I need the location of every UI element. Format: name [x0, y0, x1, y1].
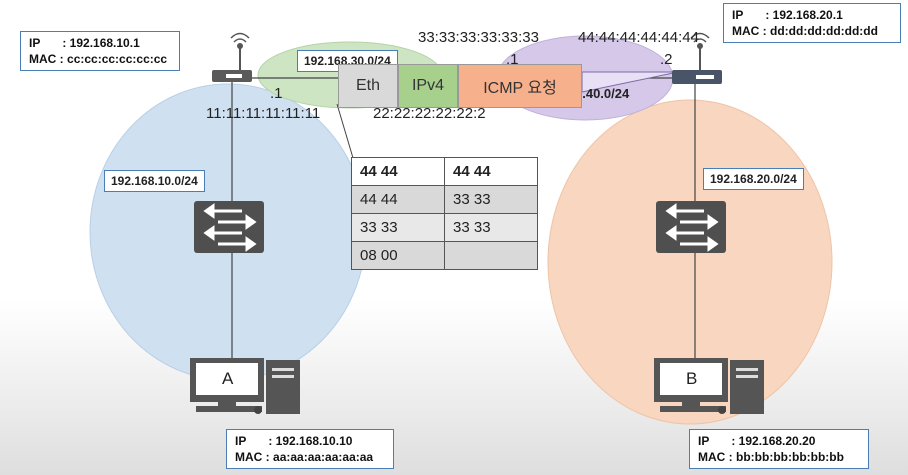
link-40-label: 3.40.0/24 — [575, 86, 630, 101]
right-iface-mac: 44:44:44:44:44:44 — [578, 29, 699, 46]
left-switch-icon — [194, 201, 264, 253]
mac-key: MAC : — [698, 450, 733, 464]
ip-value: : 192.168.20.1 — [765, 8, 843, 22]
mac-key: MAC : — [29, 52, 64, 66]
ip-key: IP — [29, 36, 41, 50]
host-b-info: IP : 192.168.20.20 MAC : bb:bb:bb:bb:bb:… — [689, 429, 869, 469]
mac-key: MAC : — [732, 24, 767, 38]
hex-cell: 44 44 — [351, 157, 445, 186]
packet-icmp: ICMP 요청 — [458, 64, 582, 108]
host-a-computer-icon — [190, 358, 300, 414]
mac-33-label: 33:33:33:33:33:33 — [418, 29, 539, 46]
left-router-icon — [212, 32, 252, 82]
hex-cell — [444, 241, 538, 270]
hex-cell: 33 33 — [444, 213, 538, 242]
callout-pointer — [581, 71, 679, 93]
table-row: 08 00 — [351, 241, 538, 270]
hex-cell: 33 33 — [351, 213, 445, 242]
left-iface-label: .1 — [270, 85, 283, 102]
host-a-info: IP : 192.168.10.10 MAC : aa:aa:aa:aa:aa:… — [226, 429, 394, 469]
ip-key: IP — [732, 8, 744, 22]
hex-cell: 08 00 — [351, 241, 445, 270]
mac-22-label: 22:22:22:22:22:2 — [373, 105, 486, 122]
packet-ipv4: IPv4 — [398, 64, 458, 108]
header-pointer-line — [336, 103, 354, 159]
mac-value: cc:cc:cc:cc:cc:cc — [67, 52, 168, 66]
right-router-icon — [672, 32, 722, 84]
mac-value: aa:aa:aa:aa:aa:aa — [273, 450, 374, 464]
mac-value: bb:bb:bb:bb:bb:bb — [736, 450, 844, 464]
packet-eth: Eth — [338, 64, 398, 108]
hex-cell: 44 44 — [351, 185, 445, 214]
ip-key: IP — [698, 434, 710, 448]
router-right-info: IP : 192.168.20.1 MAC : dd:dd:dd:dd:dd:d… — [723, 3, 901, 43]
mac-key: MAC : — [235, 450, 270, 464]
router-left-info: IP : 192.168.10.1 MAC : cc:cc:cc:cc:cc:c… — [20, 31, 180, 71]
mac-value: dd:dd:dd:dd:dd:dd — [770, 24, 878, 38]
right-lan-label: 192.168.20.0/24 — [703, 168, 804, 190]
right-iface-label: .2 — [660, 51, 673, 68]
left-iface-mac: 11:11:11:11:11:11 — [206, 105, 321, 122]
ip-value: : 192.168.10.10 — [268, 434, 353, 448]
ip-value: : 192.168.10.1 — [62, 36, 140, 50]
ip-key: IP — [235, 434, 247, 448]
host-b-label: B — [686, 369, 698, 388]
hex-cell: 33 33 — [444, 185, 538, 214]
right-switch-icon — [656, 201, 726, 253]
hex-cell: 44 44 — [444, 157, 538, 186]
host-a-label: A — [222, 369, 234, 388]
ip-value: : 192.168.20.20 — [731, 434, 816, 448]
left-lan-label: 192.168.10.0/24 — [104, 170, 205, 192]
link-40-iface-label: .1 — [506, 51, 519, 68]
host-b-computer-icon — [654, 358, 764, 414]
